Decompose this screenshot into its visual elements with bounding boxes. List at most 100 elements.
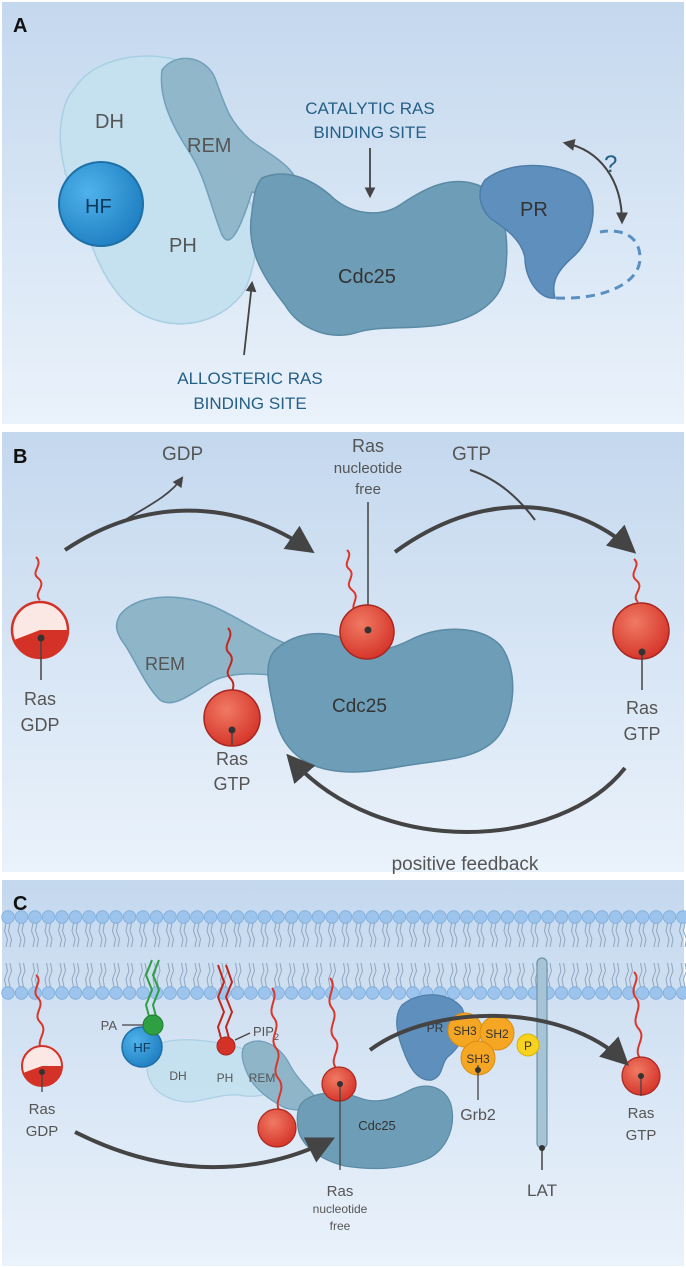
lipid-tail bbox=[84, 922, 90, 948]
lipid-tail bbox=[628, 922, 634, 948]
lipid-tail bbox=[372, 962, 377, 988]
question-mark: ? bbox=[604, 151, 617, 178]
ras-gtp-dot-c bbox=[638, 1073, 644, 1079]
lipid-tail bbox=[129, 922, 134, 948]
lipid-tail bbox=[449, 962, 454, 988]
lipid-tail bbox=[516, 922, 522, 948]
pa-lipid-tail-2 bbox=[151, 959, 161, 1021]
lipid-head bbox=[217, 910, 231, 924]
lipid-tail bbox=[179, 962, 184, 988]
ras-gtp-dot-right-b bbox=[638, 648, 646, 656]
pip2-label: PIP2 bbox=[253, 1024, 279, 1042]
lipid-tail bbox=[233, 922, 238, 948]
lipid-head bbox=[608, 910, 623, 924]
ras-gtp-bound-dot bbox=[228, 726, 236, 734]
lipid-head bbox=[608, 986, 623, 1000]
lipid-head bbox=[190, 986, 204, 1000]
lipid-tail bbox=[111, 962, 117, 988]
panel-c-letter: C bbox=[13, 893, 27, 915]
lipid-tail bbox=[3, 962, 9, 988]
lipid-tail bbox=[530, 922, 535, 948]
lipid-tail bbox=[17, 962, 22, 988]
ras-gtp-bound-label-2: GTP bbox=[213, 774, 250, 794]
ras-allosteric-tail-c bbox=[270, 987, 283, 1113]
ras-nf-label-3: free bbox=[355, 481, 381, 498]
lipid-tail bbox=[408, 962, 414, 988]
lipid-tail bbox=[584, 962, 589, 988]
lipid-head bbox=[298, 986, 312, 1000]
allosteric-site-line-1: ALLOSTERIC RAS bbox=[177, 369, 323, 388]
lipid-tail bbox=[210, 962, 215, 988]
lipid-tail bbox=[669, 962, 674, 988]
lipid-tail bbox=[152, 922, 157, 948]
lipid-tail bbox=[588, 922, 593, 948]
ras-gdp-to-catalytic-arrow bbox=[74, 1130, 336, 1170]
gtp-label: GTP bbox=[452, 444, 491, 465]
lipid-tail bbox=[611, 962, 616, 988]
pip2-headgroup bbox=[216, 1036, 236, 1056]
ras-gtp-sphere-right-b bbox=[612, 602, 670, 660]
lipid-tail bbox=[192, 962, 198, 988]
lipid-head bbox=[230, 986, 245, 1000]
lipid-head bbox=[136, 986, 150, 1000]
gdp-release-arc bbox=[63, 508, 315, 554]
lipid-tail bbox=[547, 922, 553, 948]
lipid-tail bbox=[71, 962, 76, 988]
lipid-tail bbox=[233, 962, 238, 988]
lipid-head bbox=[446, 910, 461, 924]
rem-label-c: REM bbox=[249, 1071, 276, 1085]
lipid-head bbox=[257, 986, 272, 1000]
panel-a: A ? DH REM HF PH Cdc25 PR CATALYTIC RAS … bbox=[2, 2, 684, 424]
lipid-tail bbox=[678, 922, 684, 948]
lipid-tail bbox=[75, 962, 80, 988]
ras-gdp-label-1-b: Ras bbox=[24, 689, 56, 709]
lipid-tail bbox=[651, 922, 657, 948]
lipid-tail bbox=[71, 922, 76, 948]
lipid-tail bbox=[615, 922, 620, 948]
lipid-tail bbox=[422, 962, 427, 988]
lipid-tail bbox=[287, 962, 292, 988]
lipid-head bbox=[527, 910, 542, 924]
lipid-head bbox=[595, 910, 609, 924]
ras-allosteric-sphere-c bbox=[257, 1108, 297, 1148]
lipid-head bbox=[460, 986, 474, 1000]
pip2-label-main: PIP bbox=[253, 1024, 274, 1039]
lipid-head bbox=[163, 910, 177, 924]
lipid-tail bbox=[246, 922, 252, 948]
lipid-head bbox=[676, 910, 686, 924]
phospho-site bbox=[516, 1033, 540, 1057]
lipid-tail bbox=[183, 922, 188, 948]
lipid-tail bbox=[88, 962, 94, 988]
lipid-tail bbox=[426, 922, 431, 948]
lipid-tail bbox=[638, 962, 643, 988]
ras-gtp-bound-label-1: Ras bbox=[216, 749, 248, 769]
lipid-tail bbox=[219, 922, 225, 948]
lipid-tail bbox=[489, 922, 495, 948]
lipid-tail bbox=[655, 962, 661, 988]
lipid-tail bbox=[341, 962, 346, 988]
lipid-head bbox=[284, 910, 299, 924]
lipid-head bbox=[460, 910, 474, 924]
lipid-head bbox=[271, 910, 285, 924]
dh-label-c: DH bbox=[169, 1069, 186, 1083]
lipid-head bbox=[392, 910, 407, 924]
lipid-head bbox=[122, 986, 137, 1000]
lipid-tail bbox=[196, 962, 202, 988]
lipid-tail bbox=[125, 922, 130, 948]
lipid-tail bbox=[3, 922, 9, 948]
lipid-head bbox=[406, 910, 420, 924]
lipid-tail bbox=[561, 922, 566, 948]
pr-flexibility-arrow bbox=[562, 139, 628, 225]
ras-nf-label-2-c: nucleotide bbox=[313, 1202, 368, 1216]
lipid-tail bbox=[466, 962, 472, 988]
lipid-head bbox=[568, 986, 582, 1000]
lipid-tail bbox=[98, 922, 103, 948]
lipid-tail bbox=[570, 962, 576, 988]
lipid-tail bbox=[277, 922, 283, 948]
lipid-head bbox=[244, 986, 258, 1000]
lipid-head bbox=[622, 910, 636, 924]
lipid-tail bbox=[314, 962, 319, 988]
lipid-tail bbox=[7, 922, 13, 948]
lipid-tail bbox=[435, 922, 441, 948]
lipid-tail bbox=[570, 922, 576, 948]
